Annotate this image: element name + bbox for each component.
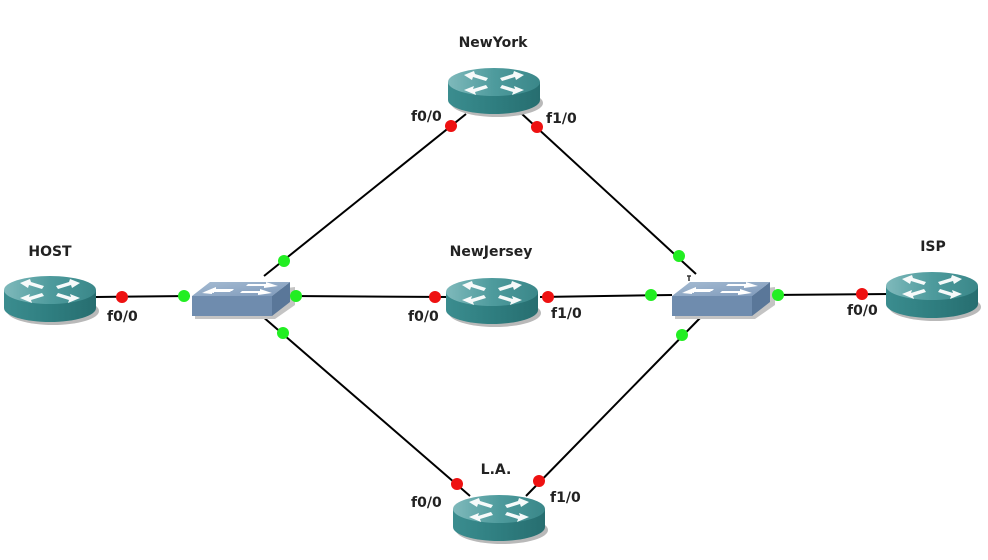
node-label-isp: ISP [920, 239, 946, 255]
node-newyork[interactable] [448, 68, 543, 117]
port-dot-isp-f00 [856, 288, 868, 300]
port-dot-sw2-la [676, 329, 688, 341]
port-label-newyork-f00: f0/0 [411, 109, 442, 125]
port-dot-newyork-f10 [531, 121, 543, 133]
switch-icon [672, 282, 775, 319]
port-dot-newjersey-f00 [429, 291, 441, 303]
port-dot-sw2-newyork [673, 250, 685, 262]
node-isp[interactable] [886, 272, 981, 321]
link-la-sw2[interactable] [525, 315, 703, 497]
port-dot-host-f00 [116, 291, 128, 303]
node-sw1[interactable] [192, 282, 295, 319]
port-dot-sw1-host [178, 290, 190, 302]
link-newyork-sw2[interactable] [521, 113, 697, 275]
port-label-la-f10: f1/0 [550, 490, 581, 506]
node-label-newyork: NewYork [459, 35, 529, 51]
switch-icon [192, 282, 295, 319]
cursor-mark [687, 275, 691, 281]
port-label-isp-f00: f0/0 [847, 303, 878, 319]
port-dot-sw2-isp [772, 289, 784, 301]
port-label-la-f00: f0/0 [411, 495, 442, 511]
port-label-newjersey-f10: f1/0 [551, 306, 582, 322]
router-icon [446, 278, 541, 327]
port-dot-newjersey-f10 [542, 291, 554, 303]
links [95, 113, 891, 497]
router-icon [4, 276, 99, 325]
router-icon [453, 495, 548, 544]
router-icon [448, 68, 543, 117]
node-la[interactable] [453, 495, 548, 544]
port-dot-sw1-newjersey [290, 290, 302, 302]
link-sw2-isp[interactable] [769, 293, 891, 296]
router-icon [886, 272, 981, 321]
port-label-newjersey-f00: f0/0 [408, 309, 439, 325]
node-host[interactable] [4, 276, 99, 325]
node-label-newjersey: NewJersey [450, 244, 533, 260]
port-dot-sw1-la [277, 327, 289, 339]
node-label-la: L.A. [481, 462, 512, 478]
port-dots [116, 120, 868, 490]
port-dot-sw2-newjersey [645, 289, 657, 301]
link-sw1-newyork[interactable] [263, 113, 467, 277]
port-label-newyork-f10: f1/0 [546, 111, 577, 127]
port-dot-newyork-f00 [445, 120, 457, 132]
node-sw2[interactable] [672, 275, 775, 319]
node-newjersey[interactable] [446, 278, 541, 327]
node-label-host: HOST [28, 244, 72, 260]
port-label-host-f00: f0/0 [107, 309, 138, 325]
port-dot-sw1-newyork [278, 255, 290, 267]
port-dot-la-f10 [533, 475, 545, 487]
link-sw1-newjersey[interactable] [289, 295, 449, 298]
link-sw1-la[interactable] [261, 315, 471, 497]
port-dot-la-f00 [451, 478, 463, 490]
link-host-sw1[interactable] [95, 295, 191, 298]
